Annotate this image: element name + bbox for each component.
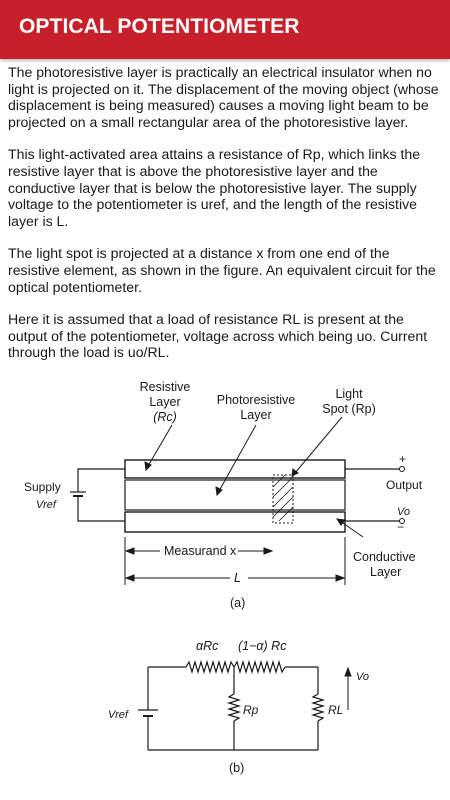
vref-label: Vref [36, 499, 57, 511]
figure-b-circuit: αRc (1−α) Rc Vo Vref Rp RL (b) [108, 639, 369, 775]
vref-label-b: Vref [108, 709, 129, 721]
figure-a-diagram: Resistive Layer (Rc) Photoresistive Laye… [24, 380, 423, 610]
figure-a-caption: (a) [230, 596, 245, 610]
app-bar: OPTICAL POTENTIOMETER [0, 0, 450, 59]
rp-label: Rp [243, 703, 259, 717]
paragraph-1: The photoresistive layer is practically … [8, 64, 439, 130]
page-title: OPTICAL POTENTIOMETER [19, 15, 300, 38]
resistive-label-2: Layer [149, 395, 180, 409]
output-plus: + [399, 452, 406, 466]
vo-label: Vo [397, 506, 410, 518]
one-minus-label: (1−α) Rc [238, 639, 287, 653]
rl-label: RL [328, 703, 343, 717]
paragraph-4: Here it is assumed that a load of resist… [8, 311, 428, 361]
paragraph-3: The light spot is projected at a distanc… [8, 245, 436, 295]
measurand-label: Measurand x [164, 544, 237, 558]
photoresistive-label-2: Layer [240, 408, 271, 422]
figure-b-caption: (b) [229, 761, 244, 775]
conductive-label: Conductive [353, 550, 416, 564]
output-label: Output [386, 478, 423, 492]
supply-label: Supply [24, 480, 61, 494]
conductive-label-2: Layer [370, 565, 401, 579]
arc-label: αRc [196, 639, 219, 653]
light-spot-label: Light [335, 387, 363, 401]
length-label: L [234, 571, 241, 585]
resistive-label: Resistive [140, 380, 191, 394]
photoresistive-label: Photoresistive [217, 393, 296, 407]
resistive-label-3: (Rc) [153, 410, 177, 424]
paragraph-2: This light-activated area attains a resi… [8, 146, 421, 229]
output-minus: − [397, 520, 404, 534]
vo-label-b: Vo [356, 671, 369, 683]
article-body: The photoresistive layer is practically … [8, 64, 444, 377]
light-spot-label-2: Spot (Rp) [322, 402, 376, 416]
